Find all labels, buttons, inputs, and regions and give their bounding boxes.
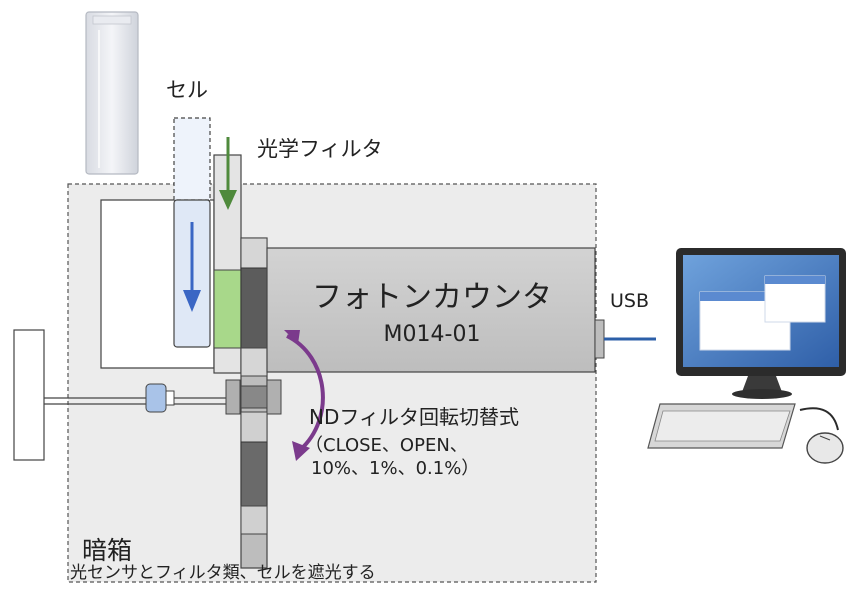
- nd-filter-line1: NDフィルタ回転切替式: [309, 405, 519, 429]
- usb-connector: [594, 319, 605, 359]
- green-arrowhead: [219, 190, 237, 210]
- optical-filter-label: 光学フィルタ: [257, 137, 383, 161]
- coupling-collar: [165, 390, 175, 406]
- cell-top-dashed: [173, 117, 211, 201]
- shaft-hub-right: [266, 379, 282, 415]
- shaft-coupling: [145, 383, 167, 413]
- rotate-arrow-icon: [284, 330, 325, 461]
- shaft-hub-left: [225, 379, 241, 415]
- dark-box-description: 光センサとフィルタ類、セルを遮光する: [70, 563, 376, 583]
- photon-counter-model: M014-01: [384, 322, 481, 347]
- blue-arrowhead: [183, 290, 201, 312]
- cell-label: セル: [166, 78, 208, 102]
- nd-filter-line2: （CLOSE、OPEN、: [305, 435, 468, 456]
- usb-label: USB: [610, 290, 649, 312]
- photon-counter-title: フォトンカウンタ: [312, 280, 552, 315]
- optical-filter-green: [213, 269, 242, 349]
- shaft-hub-center: [240, 385, 268, 409]
- nd-filter-line3: 10%、1%、0.1%）: [311, 458, 479, 479]
- cuvette-icon: [85, 11, 139, 175]
- side-bracket: [13, 329, 45, 461]
- dark-box-title: 暗箱: [82, 536, 132, 565]
- desktop-computer-icon: [647, 248, 846, 464]
- photon-counter-body: [266, 247, 596, 373]
